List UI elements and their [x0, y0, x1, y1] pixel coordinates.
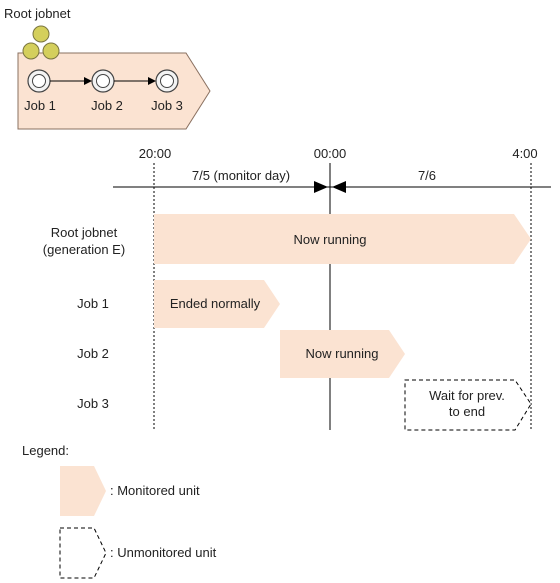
row-label: (generation E) — [43, 242, 125, 257]
root-jobnet-title: Root jobnet — [4, 6, 71, 21]
boundary-arrow-left — [314, 181, 328, 193]
row-label: Job 2 — [77, 346, 109, 361]
job2-bar — [280, 330, 405, 378]
boundary-arrow-right — [332, 181, 346, 193]
jobnet-circles-icon — [22, 25, 60, 60]
legend: Legend: : Monitored unit : Unmonitored u… — [22, 443, 217, 579]
legend-unmonitored-label: : Unmonitored unit — [110, 545, 217, 560]
root-jobnet-icon: Job 1 Job 2 Job 3 — [17, 25, 211, 130]
row-label: Job 1 — [77, 296, 109, 311]
row-labels: Root jobnet (generation E) Job 1 Job 2 J… — [43, 225, 125, 411]
bar-label: Ended normally — [170, 296, 261, 311]
bar-label: Now running — [294, 232, 367, 247]
root-jobnet-bar — [154, 214, 531, 264]
jobnet-job-label: Job 2 — [91, 98, 123, 113]
job-node-icon — [91, 69, 115, 93]
time-axis: 20:00 00:00 4:00 7/5 (monitor day) 7/6 — [113, 146, 551, 430]
row-label: Job 3 — [77, 396, 109, 411]
job-node-icon — [155, 69, 179, 93]
unit-bars: Now running Ended normally Now running W… — [154, 214, 532, 431]
job3-bar — [404, 379, 532, 431]
jobnet-job-label: Job 1 — [24, 98, 56, 113]
bar-label: Now running — [306, 346, 379, 361]
job1-bar — [154, 280, 280, 328]
period-label-next-day: 7/6 — [418, 168, 436, 183]
job-node-icon — [27, 69, 51, 93]
time-label-start: 20:00 — [139, 146, 172, 161]
time-label-end: 4:00 — [512, 146, 537, 161]
jobnet-pentagon-shape — [17, 52, 211, 130]
legend-monitored-label: : Monitored unit — [110, 483, 200, 498]
bar-label: to end — [449, 404, 485, 419]
legend-monitored-shape — [60, 466, 106, 516]
time-label-midnight: 00:00 — [314, 146, 347, 161]
row-label: Root jobnet — [51, 225, 118, 240]
legend-unmonitored-shape — [59, 527, 107, 579]
jobnet-job-label: Job 3 — [151, 98, 183, 113]
period-label-monitor-day: 7/5 (monitor day) — [192, 168, 290, 183]
bar-label: Wait for prev. — [429, 388, 505, 403]
legend-title: Legend: — [22, 443, 69, 458]
